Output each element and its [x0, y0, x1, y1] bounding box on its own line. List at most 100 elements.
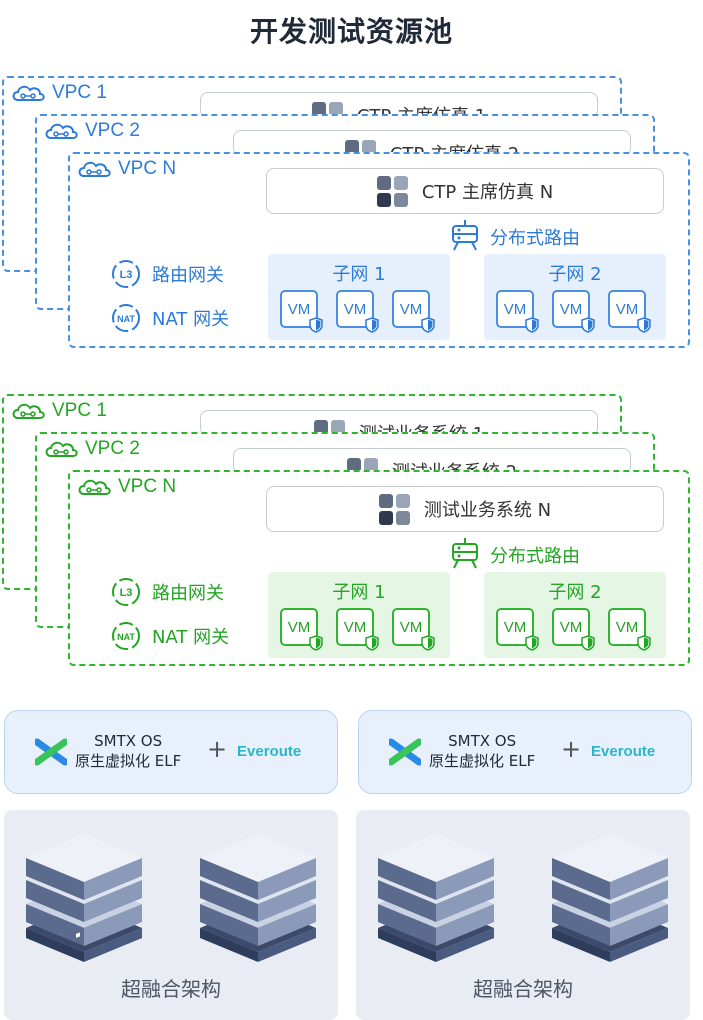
page-title: 开发测试资源池 — [249, 15, 453, 48]
plus-sign: + — [561, 735, 582, 763]
shield-icon — [525, 635, 539, 651]
shield-icon — [421, 635, 435, 651]
subnet-title: 子网 1 — [332, 264, 386, 285]
route-gateway-label: 路由网关 — [152, 265, 224, 286]
vm-label: VM — [343, 300, 367, 318]
subnet: 子网 2 VM VM VM — [484, 572, 666, 658]
shield-icon — [309, 317, 323, 333]
everoute-label: Everoute — [237, 743, 302, 760]
grid-icon — [378, 493, 410, 525]
subnet: 子网 1 VM VM VM — [268, 572, 450, 658]
vpc-name: VPC N — [118, 158, 177, 179]
cloud-icon — [12, 403, 45, 419]
vm-label: VM — [615, 300, 639, 318]
vpc-name: VPC 2 — [85, 120, 140, 141]
svg-text:L3: L3 — [120, 269, 133, 281]
vm-node: VM — [336, 608, 379, 651]
vm-label: VM — [503, 300, 527, 318]
shield-icon — [637, 635, 651, 651]
vm-label: VM — [343, 618, 367, 636]
platform-box: SMTX OS 原生虚拟化 ELF + Everoute — [4, 710, 338, 794]
hci-label: 超融合架构 — [473, 977, 573, 1001]
subnet-title: 子网 2 — [548, 264, 602, 285]
grid-icon — [346, 458, 378, 473]
system-box: CTP 主席仿真 N — [266, 168, 664, 214]
vpc-label: VPC N — [76, 158, 176, 180]
system-name: 测试业务系统 N — [423, 500, 552, 521]
vm-label: VM — [615, 618, 639, 636]
l3-gateway-icon: L3 — [112, 578, 140, 606]
vpc-label: VPC 1 — [10, 82, 107, 104]
shield-icon — [637, 317, 651, 333]
cloud-icon — [78, 479, 111, 495]
nat-gateway-icon: NAT — [112, 304, 140, 332]
vm-node: VM — [336, 290, 379, 333]
l3-gateway-icon: L3 — [112, 260, 140, 288]
platform-box: SMTX OS 原生虚拟化 ELF + Everoute — [358, 710, 692, 794]
svg-text:NAT: NAT — [117, 632, 135, 642]
system-box: 测试业务系统 1 — [200, 410, 598, 436]
nat-gateway: NAT NAT 网关 — [110, 302, 229, 334]
vm-node: VM — [496, 608, 539, 651]
shield-icon — [365, 317, 379, 333]
vm-node: VM — [496, 290, 539, 333]
cloud-icon — [78, 161, 111, 177]
grid-icon — [313, 420, 345, 435]
nat-gateway-label: NAT 网关 — [152, 627, 230, 648]
route-gateway-label: 路由网关 — [152, 583, 224, 604]
vm-node: VM — [392, 290, 435, 333]
vm-node: VM — [608, 608, 651, 651]
vm-node: VM — [280, 608, 323, 651]
router-label: 分布式路由 — [490, 546, 580, 567]
shield-icon — [365, 635, 379, 651]
vpc-label: VPC 1 — [10, 400, 107, 422]
system-box: CTP 主席仿真 2 — [233, 130, 631, 156]
distributed-router: 分布式路由 — [450, 220, 580, 254]
vpc-label: VPC 2 — [43, 438, 140, 460]
nat-gateway: NAT NAT 网关 — [110, 620, 229, 652]
server-rack-icon — [200, 834, 316, 962]
server-rack-icon — [378, 834, 494, 962]
server-rack-icon — [26, 834, 142, 962]
subnet-title: 子网 1 — [332, 582, 386, 603]
router-icon — [452, 538, 478, 569]
cloud-icon — [45, 441, 78, 457]
platform-text: SMTX OS 原生虚拟化 ELF — [429, 731, 535, 771]
route-gateway: L3 路由网关 — [110, 258, 224, 290]
distributed-router: 分布式路由 — [450, 538, 580, 572]
vm-node: VM — [280, 290, 323, 333]
vm-node: VM — [552, 608, 595, 651]
shield-icon — [421, 317, 435, 333]
cloud-icon — [45, 123, 78, 139]
vpc-label: VPC 2 — [43, 120, 140, 142]
platform-subtitle: 原生虚拟化 ELF — [429, 752, 536, 770]
system-name: CTP 主席仿真 2 — [389, 144, 520, 156]
vm-label: VM — [503, 618, 527, 636]
vpc-name: VPC 2 — [85, 438, 140, 459]
vm-label: VM — [287, 300, 311, 318]
system-box: CTP 主席仿真 1 — [200, 92, 598, 118]
shield-icon — [581, 317, 595, 333]
vm-label: VM — [287, 618, 311, 636]
grid-icon — [344, 140, 376, 155]
nat-gateway-label: NAT 网关 — [152, 309, 230, 330]
smartx-logo-icon — [35, 738, 67, 766]
vm-node: VM — [552, 290, 595, 333]
platform-subtitle: 原生虚拟化 ELF — [75, 752, 182, 770]
system-name: 测试业务系统 2 — [391, 462, 518, 474]
vpc-label: VPC N — [76, 476, 176, 498]
vm-node: VM — [392, 608, 435, 651]
shield-icon — [309, 635, 323, 651]
vpc-box: VPC N CTP 主席仿真 N 分布式路由 L3 路由网关 NAT NAT 网… — [68, 152, 690, 348]
svg-text:L3: L3 — [120, 587, 133, 599]
platform-text: SMTX OS 原生虚拟化 ELF — [75, 731, 181, 771]
subnet-title: 子网 2 — [548, 582, 602, 603]
vm-label: VM — [559, 618, 583, 636]
vm-label: VM — [399, 300, 423, 318]
system-name: CTP 主席仿真 N — [421, 182, 554, 203]
plus-sign: + — [207, 735, 228, 763]
vpc-name: VPC N — [118, 476, 177, 497]
smartx-logo-icon — [389, 738, 421, 766]
cloud-icon — [12, 85, 45, 101]
svg-text:NAT: NAT — [117, 314, 135, 324]
